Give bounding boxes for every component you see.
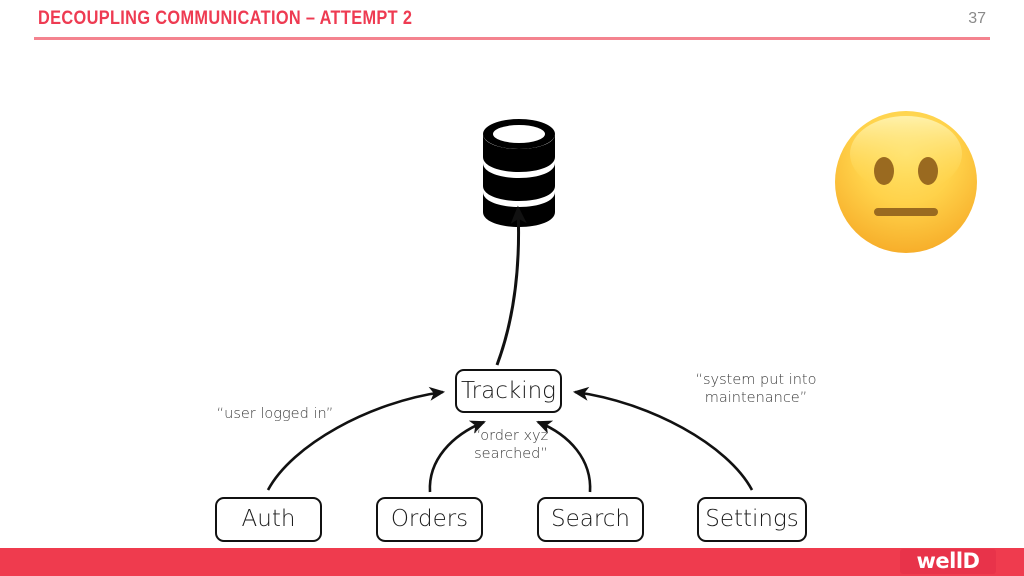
node-orders[interactable]: Orders	[376, 497, 483, 542]
page-number: 37	[968, 10, 986, 27]
neutral-face-emoji	[832, 108, 980, 256]
node-auth-label: Auth	[241, 506, 296, 532]
node-search[interactable]: Search	[537, 497, 644, 542]
welld-logo: wellD	[900, 549, 996, 574]
node-settings[interactable]: Settings	[697, 497, 807, 542]
arrow-layer	[266, 205, 754, 493]
node-tracking[interactable]: Tracking	[455, 369, 562, 413]
message-label-order-searched: “order xyz searched”	[473, 428, 549, 463]
arrow-tracking-to-database	[495, 205, 527, 366]
node-settings-label: Settings	[705, 506, 799, 532]
welld-logo-text: wellD	[916, 549, 980, 573]
message-label-system-maintenance: “system put into maintenance”	[695, 372, 817, 407]
arrow-orders-to-tracking	[428, 420, 486, 493]
header-divider	[34, 37, 990, 40]
arrow-auth-to-tracking	[266, 386, 446, 491]
message-label-user-logged-in: “user logged in”	[216, 406, 334, 422]
node-search-label: Search	[550, 506, 631, 532]
page-title: Decoupling communication – attempt 2	[38, 8, 413, 29]
diagram-canvas: Tracking Auth Orders Search Settings “us…	[0, 45, 1024, 545]
footer-bar	[0, 548, 1024, 576]
arrow-settings-to-tracking	[572, 386, 754, 491]
arrow-search-to-tracking	[536, 420, 592, 493]
node-orders-label: Orders	[390, 506, 469, 532]
node-auth[interactable]: Auth	[215, 497, 322, 542]
node-tracking-label: Tracking	[461, 377, 556, 404]
